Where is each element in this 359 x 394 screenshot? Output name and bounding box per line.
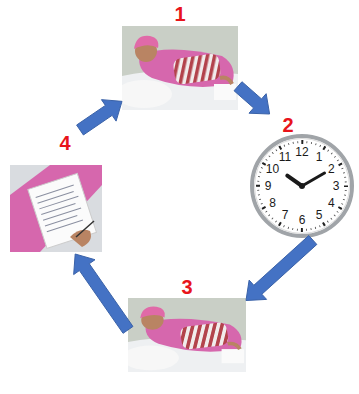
clock-numeral: 11: [279, 150, 291, 163]
photo-step: 4: [8, 130, 104, 254]
step-number: 3: [181, 276, 192, 298]
clock-numeral: 10: [266, 163, 279, 176]
clock-numeral: 3: [333, 180, 340, 193]
clock-numeral: 2: [328, 163, 335, 176]
cycle-arrow: [77, 100, 122, 135]
clock-numeral: 4: [328, 197, 335, 210]
cycle-arrow: [234, 82, 270, 114]
patient-photo: [116, 26, 238, 110]
cycle-arrow: [246, 236, 317, 301]
step-number: 2: [282, 114, 293, 136]
clock-numeral: 6: [299, 214, 306, 227]
photo-step: 1: [122, 2, 238, 110]
clock-numeral: 7: [282, 209, 289, 222]
cycle-arrow: [74, 254, 133, 333]
patient-photo: [122, 298, 246, 372]
clock-numeral: 8: [269, 197, 276, 210]
step-number: 1: [174, 3, 185, 25]
clock-numeral: 5: [316, 209, 323, 222]
photo-step: 3: [128, 276, 246, 374]
clock-numeral: 12: [295, 146, 308, 159]
step-number: 4: [59, 132, 70, 154]
clock-numeral: 1: [316, 150, 323, 163]
clock-numeral: 9: [265, 180, 272, 193]
writing-photo: [10, 165, 102, 252]
clock-picture: [250, 134, 354, 238]
